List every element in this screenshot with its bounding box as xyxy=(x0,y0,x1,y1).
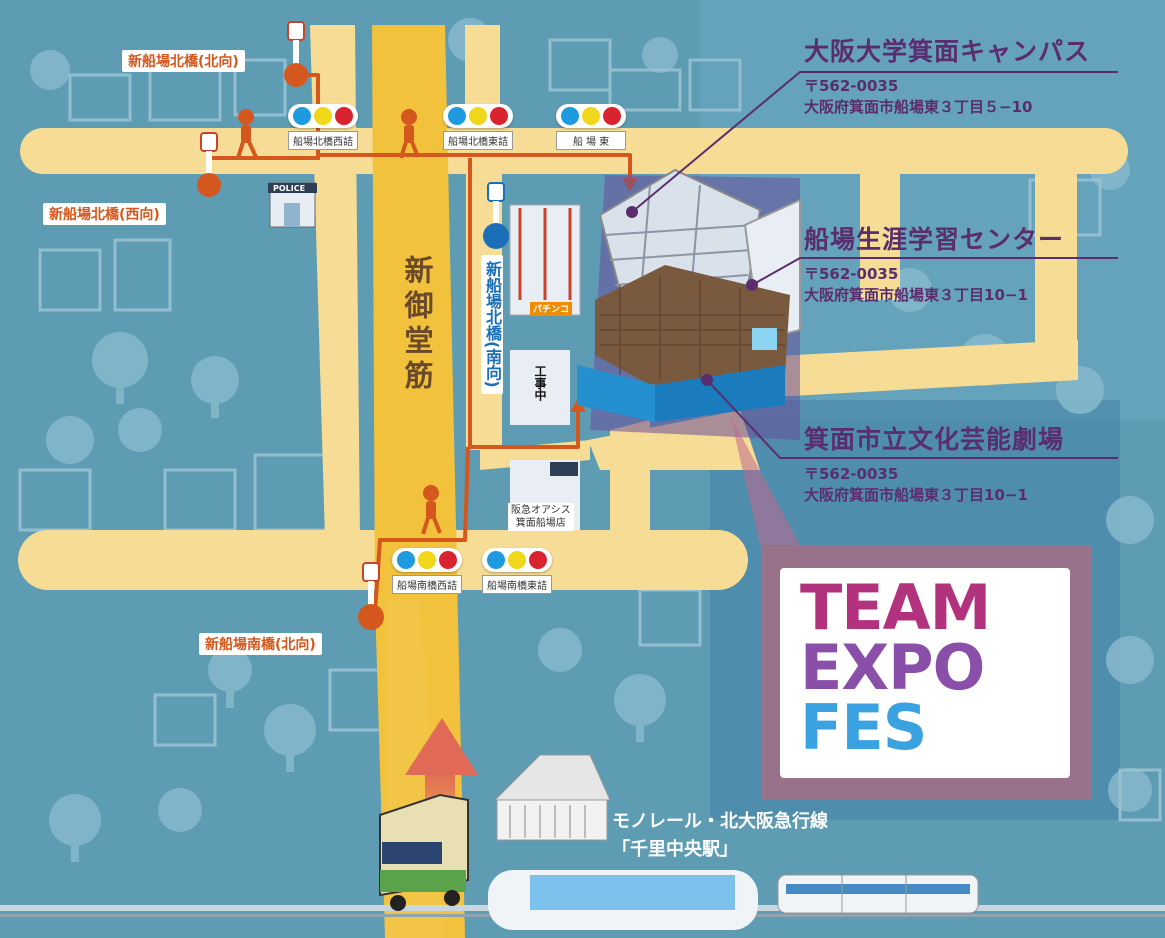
facility-osaka-university: 大阪大学箕面キャンパス 〒562-0035 大阪府箕面市船場東３丁目５−10 xyxy=(804,32,1090,118)
traffic-signal-senba-east: 船 場 東 xyxy=(556,104,626,150)
route-arrow-icon xyxy=(405,718,478,775)
police-label: POLICE xyxy=(273,184,306,193)
traffic-signal-minamibashi-west: 船場南橋西詰 xyxy=(392,548,462,594)
bus-stop-icon xyxy=(197,132,221,197)
construction-site xyxy=(510,350,570,425)
construction-label: 工事中 xyxy=(533,365,547,401)
location-marker xyxy=(626,206,638,218)
bus-stop-icon xyxy=(483,182,509,249)
pachinko-label: パチンコ xyxy=(530,302,573,315)
bus-stop-label-north-south: 新船場北橋(南向) xyxy=(481,255,503,394)
traffic-signal-icon xyxy=(556,104,626,128)
facility-postal: 〒562-0035 xyxy=(804,77,899,95)
pedestrian-icon xyxy=(399,109,420,159)
pedestrian-icon xyxy=(236,109,258,159)
supermarket-name: 阪急オアシス xyxy=(511,505,571,516)
traffic-signal-kitabashi-east: 船場北橋東詰 xyxy=(443,104,513,150)
police-box-icon xyxy=(268,182,317,228)
signal-name: 船場南橋東詰 xyxy=(482,575,552,594)
facility-name: 箕面市立文化芸能劇場 xyxy=(804,425,1065,454)
traffic-signal-icon xyxy=(392,548,462,572)
station-caption: モノレール・北大阪急行線 「千里中央駅」 xyxy=(612,808,828,864)
supermarket-label: 阪急オアシス 箕面船場店 xyxy=(508,503,574,531)
logo-panel xyxy=(780,568,1070,778)
logo-line-team: TEAM xyxy=(800,571,991,644)
pedestrian-icon xyxy=(421,485,442,535)
logo-line-fes: FES xyxy=(800,691,927,764)
facility-address: 大阪府箕面市船場東３丁目５−10 xyxy=(804,98,1033,116)
bus-icon xyxy=(379,793,469,911)
logo-text: TEAM EXPO FES xyxy=(800,571,1060,764)
facility-learning-center: 船場生涯学習センター 〒562-0035 大阪府箕面市船場東３丁目10−1 xyxy=(804,220,1064,306)
station-building xyxy=(488,754,758,930)
facility-address: 大阪府箕面市船場東３丁目10−1 xyxy=(804,286,1028,304)
facility-address: 大阪府箕面市船場東３丁目10−1 xyxy=(804,486,1028,504)
theater-building xyxy=(595,265,790,385)
traffic-signal-minamibashi-east: 船場南橋東詰 xyxy=(482,548,552,594)
traffic-signal-icon xyxy=(288,104,358,128)
location-marker xyxy=(746,279,758,291)
facility-name: 大阪大学箕面キャンパス xyxy=(804,37,1091,66)
bus-stop-label-north-north: 新船場北橋(北向) xyxy=(122,50,245,72)
traffic-signal-icon xyxy=(482,548,552,572)
station-name: 「千里中央駅」 xyxy=(612,839,738,860)
facility-theater: 箕面市立文化芸能劇場 〒562-0035 大阪府箕面市船場東３丁目10−1 xyxy=(804,420,1064,506)
traffic-signal-kitabashi-west: 船場北橋西詰 xyxy=(288,104,358,150)
facility-postal: 〒562-0035 xyxy=(804,465,899,483)
traffic-signal-icon xyxy=(443,104,513,128)
signal-name: 船場北橋東詰 xyxy=(443,131,513,150)
supermarket-branch: 箕面船場店 xyxy=(515,518,566,529)
facility-name: 船場生涯学習センター xyxy=(804,225,1065,254)
signal-name: 船場北橋西詰 xyxy=(288,131,358,150)
location-marker xyxy=(701,374,713,386)
signal-name: 船 場 東 xyxy=(556,131,626,150)
station-lines: モノレール・北大阪急行線 xyxy=(612,811,828,832)
bus-stop-label-south-north: 新船場南橋(北向) xyxy=(199,633,322,655)
logo-line-expo: EXPO xyxy=(800,631,985,704)
signal-name: 船場南橋西詰 xyxy=(392,575,462,594)
train-icon xyxy=(777,874,979,914)
road-name-shinmidosuji: 新御堂筋 xyxy=(400,255,434,395)
bus-stop-icon xyxy=(358,562,384,630)
bus-stop-label-north-west: 新船場北橋(西向) xyxy=(43,203,166,225)
facility-postal: 〒562-0035 xyxy=(804,265,899,283)
bus-stop-icon xyxy=(284,21,308,87)
